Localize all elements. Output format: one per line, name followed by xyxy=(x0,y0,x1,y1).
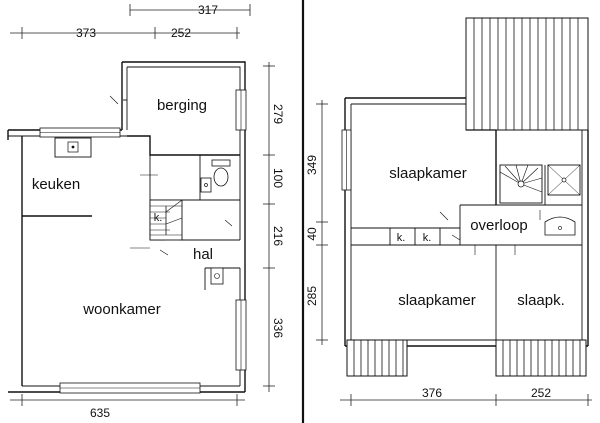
first-interior-walls xyxy=(351,130,582,340)
dim-right-336: 336 xyxy=(271,318,285,338)
ground-bottom-dimension xyxy=(10,394,245,406)
first-windows xyxy=(341,129,352,191)
ground-top-dimensions xyxy=(10,4,251,39)
room-label-overloop: overloop xyxy=(470,217,528,234)
dim-bottom-376: 376 xyxy=(422,386,442,400)
room-label-kast-1: k. xyxy=(397,232,406,244)
ground-windows xyxy=(39,89,247,394)
room-label-berging: berging xyxy=(157,97,207,114)
dim-top-right: 252 xyxy=(171,26,191,40)
dim-left-349: 349 xyxy=(305,155,319,175)
dim-left-285: 285 xyxy=(305,286,319,306)
meter-box-icon xyxy=(210,267,224,285)
room-label-keuken: keuken xyxy=(32,176,80,193)
ground-door-marks xyxy=(109,95,233,256)
shower-icon xyxy=(547,164,581,196)
dim-top-left: 373 xyxy=(76,26,96,40)
first-staircase-icon xyxy=(499,164,543,204)
room-label-woonkamer: woonkamer xyxy=(82,301,161,318)
room-label-kast: k. xyxy=(154,212,163,224)
roof-hatch-bottom-right xyxy=(495,339,587,377)
ground-exterior-walls xyxy=(7,61,246,393)
dim-bottom-252: 252 xyxy=(531,386,551,400)
dim-right-216: 216 xyxy=(271,226,285,246)
dim-bottom-635: 635 xyxy=(90,406,110,420)
roof-hatch-top xyxy=(465,17,589,131)
room-label-hal: hal xyxy=(193,246,213,263)
ground-floor-plan: 317 373 252 279 100 216 336 635 xyxy=(7,3,285,420)
room-label-slaapkamer-bottom: slaapkamer xyxy=(398,292,476,309)
dim-right-100: 100 xyxy=(271,168,285,188)
small-sink-icon xyxy=(200,177,212,193)
room-label-slaapk: slaapk. xyxy=(517,292,565,309)
kitchen-sink-icon xyxy=(54,137,92,158)
washbasin-icon xyxy=(544,216,576,236)
ground-right-dimensions xyxy=(263,62,275,392)
roof-hatch-bottom-left xyxy=(346,339,408,377)
ground-staircase-icon xyxy=(149,199,183,241)
first-bottom-dimensions xyxy=(340,394,592,406)
first-floor-plan: 349 40 285 376 252 xyxy=(305,17,592,406)
first-left-dimensions xyxy=(316,100,328,345)
room-label-slaapkamer-top: slaapkamer xyxy=(389,165,467,182)
dim-left-40: 40 xyxy=(305,227,319,241)
dim-right-279: 279 xyxy=(271,104,285,124)
dim-top-total: 317 xyxy=(198,3,218,17)
first-door-marks xyxy=(439,210,541,255)
toilet-icon xyxy=(211,159,231,187)
room-label-kast-2: k. xyxy=(423,232,432,244)
